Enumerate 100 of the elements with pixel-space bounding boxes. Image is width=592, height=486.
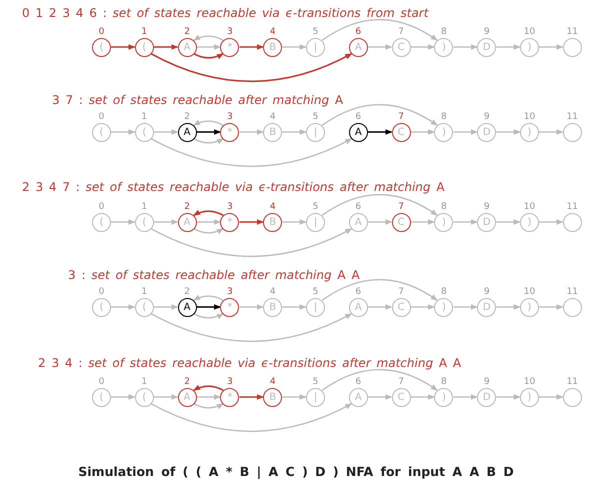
state-circle: C <box>392 122 411 142</box>
state-number: 8 <box>441 112 447 122</box>
state-number: 1 <box>141 202 148 212</box>
state-number: 7 <box>398 286 404 296</box>
arrow <box>111 304 136 310</box>
state-number: 4 <box>270 112 276 122</box>
state-circle: ) <box>434 212 454 232</box>
arrow <box>410 44 436 50</box>
state-number: 8 <box>441 26 447 36</box>
state-number: 0 <box>98 26 104 36</box>
arrow <box>410 394 436 400</box>
arrow <box>239 219 264 225</box>
arrow <box>322 279 438 301</box>
arrow <box>539 44 564 50</box>
state-circle: ( <box>92 38 111 56</box>
state-circle: A <box>178 212 197 232</box>
state-number: 4 <box>270 376 276 386</box>
state-number: 5 <box>312 376 318 386</box>
state-number: 7 <box>398 376 404 386</box>
state-circle: ) <box>520 212 539 232</box>
state-number: 9 <box>484 202 490 212</box>
state-number: 3 <box>227 202 233 212</box>
state-circle: C <box>392 212 411 232</box>
state-number: 5 <box>312 112 318 122</box>
state-circle: ( <box>134 298 154 316</box>
state-number: 4 <box>270 202 276 212</box>
arrow <box>322 19 438 41</box>
arrow <box>111 219 136 225</box>
arrow <box>496 219 521 225</box>
arrow <box>111 44 136 50</box>
state-circle: * <box>220 122 240 142</box>
state-number: 0 <box>98 286 104 296</box>
state-number: 6 <box>355 26 362 36</box>
arrow <box>239 129 264 135</box>
arrow <box>368 129 392 135</box>
arrow <box>150 53 352 82</box>
row-heading: 2 3 4 7 : set of states reachable via ϵ-transitions after matching A <box>22 180 445 194</box>
state-number: 2 <box>184 376 190 386</box>
state-circle: ) <box>434 122 454 142</box>
arrow <box>150 403 352 432</box>
state-circle: ( <box>92 122 111 142</box>
state-number: 3 <box>227 26 233 36</box>
arrow <box>410 304 436 310</box>
state-number: 2 <box>184 26 190 36</box>
state-circle: ( <box>134 388 154 406</box>
state-circle: | <box>306 388 325 406</box>
arrow <box>194 313 224 320</box>
state-circle: ( <box>134 212 154 232</box>
state-circle: C <box>392 38 411 56</box>
state-number: 6 <box>355 286 362 296</box>
arrow <box>111 129 136 135</box>
arrow <box>196 304 222 310</box>
state-number: 9 <box>484 112 490 122</box>
state-circle: ) <box>434 38 454 56</box>
arrow <box>196 44 222 50</box>
state-circle <box>562 122 582 142</box>
state-number: 4 <box>270 286 276 296</box>
state-number: 0 <box>98 112 104 122</box>
state-circle: A <box>348 298 368 316</box>
state-circle: ( <box>134 122 154 142</box>
state-circle: ) <box>520 122 539 142</box>
state-number: 7 <box>398 202 404 212</box>
state-circle: C <box>392 388 411 406</box>
state-number: 1 <box>141 112 148 122</box>
arrow <box>193 384 224 391</box>
arrow <box>194 228 224 234</box>
state-circle: ( <box>92 388 111 406</box>
state-number: 11 <box>566 26 578 36</box>
arrow <box>154 219 178 225</box>
state-circle: ( <box>92 298 111 316</box>
arrow <box>111 394 136 400</box>
arrow <box>150 138 352 167</box>
arrow <box>282 219 307 225</box>
arrow <box>453 304 478 310</box>
state-number: 9 <box>484 26 490 36</box>
state-number: 1 <box>141 26 148 36</box>
arrow <box>410 129 436 135</box>
state-number: 3 <box>227 286 233 296</box>
state-circle: D <box>477 122 496 142</box>
arrow <box>194 138 224 144</box>
state-number: 11 <box>566 286 578 296</box>
arrow <box>150 313 352 342</box>
state-number: 8 <box>441 286 447 296</box>
arrow <box>496 129 521 135</box>
state-number: 10 <box>524 26 536 36</box>
state-number: 10 <box>524 202 536 212</box>
arrow <box>539 394 564 400</box>
state-circle: A <box>178 298 197 316</box>
state-circle: D <box>477 212 496 232</box>
state-number: 10 <box>524 376 536 386</box>
state-circle: ) <box>520 388 539 406</box>
arrow <box>193 120 224 126</box>
state-circle: D <box>477 388 496 406</box>
arrow <box>282 304 307 310</box>
arrow <box>193 34 224 41</box>
state-number: 2 <box>184 286 190 296</box>
state-number: 7 <box>398 26 404 36</box>
state-circle: ( <box>92 212 111 232</box>
state-circle: D <box>477 38 496 56</box>
state-number: 7 <box>398 112 404 122</box>
